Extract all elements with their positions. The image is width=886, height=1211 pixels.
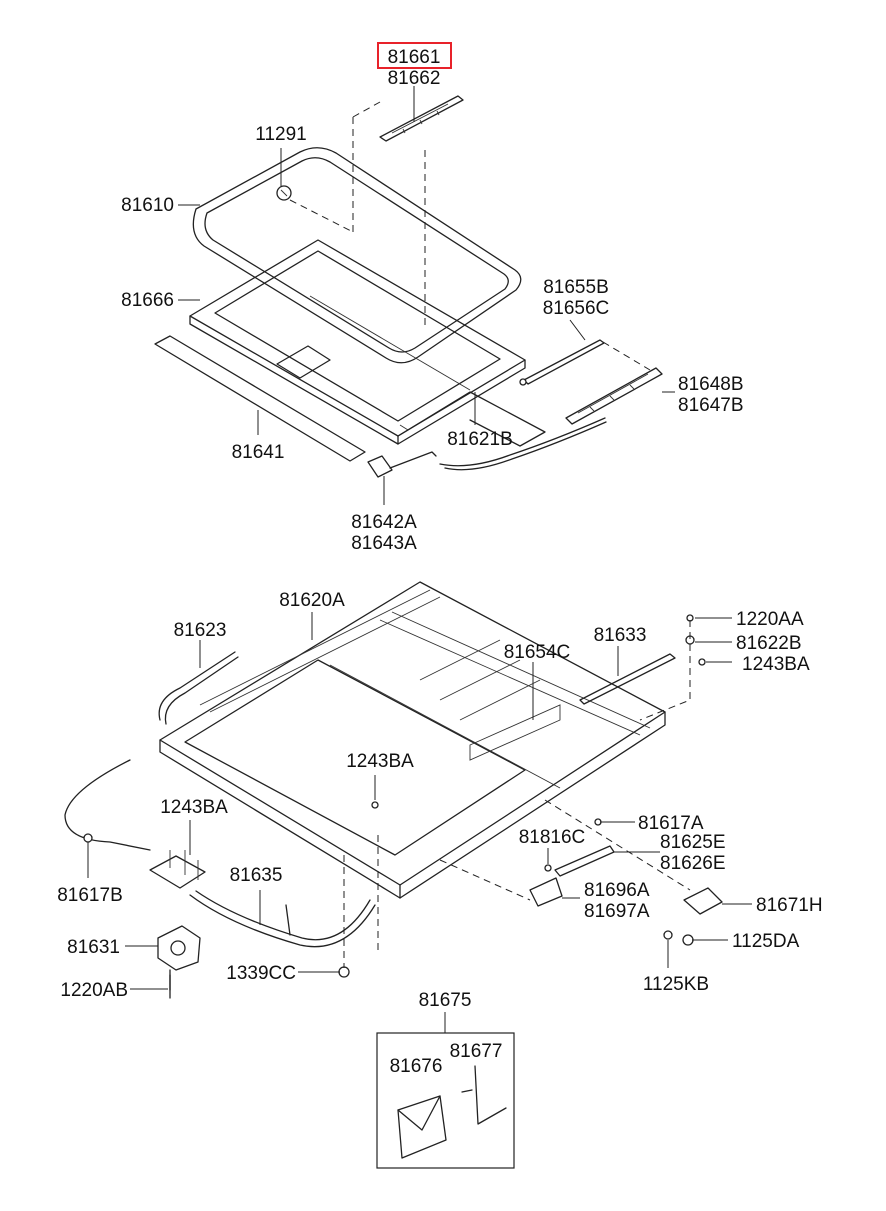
frame-fasteners bbox=[83, 801, 379, 999]
part-label-11291: 11291 bbox=[255, 124, 306, 145]
part-label-81816c: 81816C bbox=[519, 827, 586, 848]
part-label-81631: 81631 bbox=[67, 937, 120, 958]
sunshade-panel-part bbox=[154, 335, 366, 462]
part-label-81661: 81661 bbox=[388, 47, 441, 68]
shade-bracket-part bbox=[367, 451, 437, 478]
part-label-81654c: 81654C bbox=[504, 642, 571, 663]
part-label-81643a: 81643A bbox=[351, 533, 417, 554]
tool-kit-box bbox=[376, 1032, 515, 1169]
part-label-81696a: 81696A bbox=[584, 880, 650, 901]
part-label-81610: 81610 bbox=[121, 195, 174, 216]
part-label-81655b: 81655B bbox=[543, 277, 609, 298]
part-label-81648b: 81648B bbox=[678, 374, 744, 395]
part-label-1125kb: 1125KB bbox=[643, 974, 709, 995]
drain-tube-part bbox=[158, 651, 239, 725]
glass-mechanism-part bbox=[565, 367, 663, 425]
part-label-1243ba-center: 1243BA bbox=[346, 751, 414, 772]
motor-bracket-part bbox=[149, 850, 206, 889]
part-label-81617a: 81617A bbox=[638, 813, 704, 834]
part-label-81642a: 81642A bbox=[351, 512, 417, 533]
part-label-1243ba-right: 1243BA bbox=[742, 654, 810, 675]
right-screws bbox=[639, 614, 706, 721]
part-label-81623: 81623 bbox=[174, 620, 227, 641]
sunshade-frame-part bbox=[189, 239, 546, 447]
part-label-81656c: 81656C bbox=[543, 298, 610, 319]
part-label-81671h: 81671H bbox=[756, 895, 823, 916]
part-label-81635: 81635 bbox=[230, 865, 283, 886]
deflector-part bbox=[379, 95, 464, 142]
part-label-81617b: 81617B bbox=[57, 885, 123, 906]
part-label-81620a: 81620A bbox=[279, 590, 345, 611]
part-label-81676: 81676 bbox=[390, 1056, 443, 1077]
seal-strip-part bbox=[579, 653, 676, 705]
part-label-81641: 81641 bbox=[232, 442, 285, 463]
lower-assembly-lines bbox=[343, 799, 691, 968]
glass-weatherstrip-part bbox=[192, 147, 522, 364]
side-bracket-parts bbox=[529, 818, 723, 946]
part-label-1339cc: 1339CC bbox=[226, 963, 296, 984]
part-label-1125da: 1125DA bbox=[732, 931, 800, 952]
lower-leader-lines bbox=[87, 612, 752, 1033]
part-label-81626e: 81626E bbox=[660, 853, 726, 874]
upper-assembly-lines bbox=[289, 101, 651, 371]
part-label-1243ba-left: 1243BA bbox=[160, 797, 228, 818]
drive-cable-part bbox=[64, 759, 376, 948]
part-label-81633: 81633 bbox=[594, 625, 647, 646]
part-label-81662: 81662 bbox=[388, 68, 441, 89]
upper-leader-lines bbox=[178, 86, 675, 505]
part-label-81677: 81677 bbox=[450, 1041, 503, 1062]
part-label-81622b: 81622B bbox=[736, 633, 802, 654]
guide-rail-part bbox=[519, 339, 605, 386]
part-label-81666: 81666 bbox=[121, 290, 174, 311]
part-label-81625e: 81625E bbox=[660, 832, 726, 853]
sunroof-motor-part bbox=[157, 925, 201, 991]
part-label-81647b: 81647B bbox=[678, 395, 744, 416]
part-label-81675: 81675 bbox=[419, 990, 472, 1011]
highlight-box bbox=[377, 42, 452, 69]
sunroof-frame-part bbox=[159, 581, 666, 899]
drain-hose-part bbox=[439, 417, 607, 471]
part-label-81621b: 81621B bbox=[447, 429, 513, 450]
part-label-1220aa: 1220AA bbox=[736, 609, 804, 630]
part-label-81697a: 81697A bbox=[584, 901, 650, 922]
part-label-1220ab: 1220AB bbox=[60, 980, 128, 1001]
